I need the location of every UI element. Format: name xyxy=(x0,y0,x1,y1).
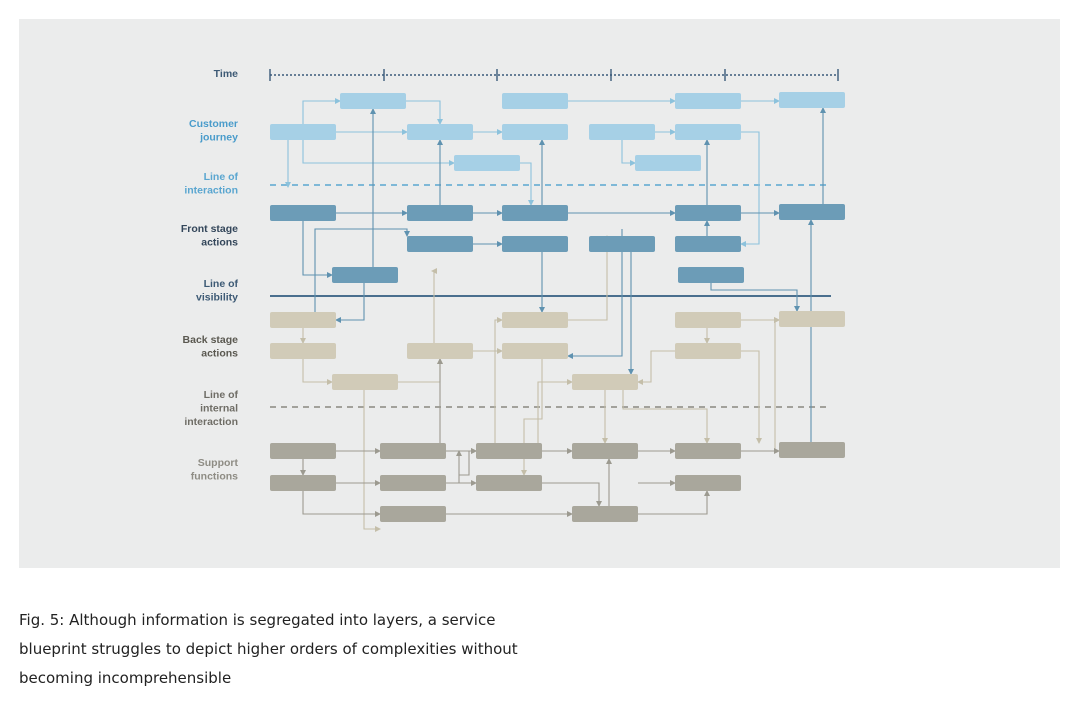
support-step-box xyxy=(572,443,638,459)
connector-arrow xyxy=(459,448,477,476)
front-stage-step-box xyxy=(678,267,744,283)
support-step-box xyxy=(380,506,446,522)
customer-step-box xyxy=(502,93,568,109)
back-stage-step-box xyxy=(572,374,638,390)
back-stage-step-box xyxy=(675,343,741,359)
back-stage-step-box xyxy=(270,343,336,359)
connector-arrow xyxy=(710,283,800,312)
connectors xyxy=(285,98,826,532)
front-stage-step-box xyxy=(332,267,398,283)
front-stage-step-box xyxy=(502,236,568,252)
connector-arrow xyxy=(363,390,381,532)
connector-arrow xyxy=(406,100,443,125)
support-step-box xyxy=(476,475,542,491)
customer-step-box xyxy=(635,155,701,171)
connector-arrow xyxy=(302,491,381,517)
support-step-box xyxy=(380,475,446,491)
customer-step-box xyxy=(270,124,336,140)
front-stage-step-box xyxy=(589,236,655,252)
front-stage-step-box xyxy=(779,204,845,220)
back-stage-step-box xyxy=(502,343,568,359)
back-stage-step-box xyxy=(270,312,336,328)
connector-arrow xyxy=(302,140,455,166)
support-step-box xyxy=(476,443,542,459)
support-step-box xyxy=(675,443,741,459)
step-boxes xyxy=(270,92,845,522)
connector-arrow xyxy=(314,228,410,312)
connector-arrow xyxy=(741,350,762,444)
lane-label-time: Time xyxy=(214,68,238,80)
customer-step-box xyxy=(589,124,655,140)
customer-step-box xyxy=(779,92,845,108)
connector-arrow xyxy=(335,283,365,323)
customer-step-box xyxy=(502,124,568,140)
connector-arrow xyxy=(621,140,636,166)
connector-arrow xyxy=(302,98,341,124)
connector-arrow xyxy=(542,482,602,507)
connector-arrow xyxy=(568,235,610,321)
customer-step-box xyxy=(340,93,406,109)
front-stage-step-box xyxy=(270,205,336,221)
connector-arrow xyxy=(398,358,443,383)
connector-arrow xyxy=(774,317,780,451)
back-stage-step-box xyxy=(332,374,398,390)
connector-arrow xyxy=(302,359,333,385)
back-stage-step-box xyxy=(779,311,845,327)
connector-arrow xyxy=(638,490,710,515)
connector-arrow xyxy=(446,450,462,484)
connector-arrow xyxy=(302,221,333,278)
back-stage-step-box xyxy=(407,343,473,359)
connector-arrow xyxy=(494,317,503,443)
time-axis xyxy=(269,69,839,81)
connector-arrow xyxy=(520,162,534,206)
support-step-box xyxy=(270,475,336,491)
front-stage-step-box xyxy=(407,236,473,252)
front-stage-step-box xyxy=(675,236,741,252)
connector-arrow xyxy=(537,379,573,443)
support-step-box xyxy=(270,443,336,459)
customer-step-box xyxy=(454,155,520,171)
back-stage-step-box xyxy=(502,312,568,328)
back-stage-step-box xyxy=(675,312,741,328)
support-step-box xyxy=(380,443,446,459)
connector-arrow xyxy=(637,350,675,385)
support-step-box xyxy=(779,442,845,458)
front-stage-step-box xyxy=(502,205,568,221)
customer-step-box xyxy=(407,124,473,140)
support-step-box xyxy=(572,506,638,522)
customer-step-box xyxy=(675,93,741,109)
connector-arrow xyxy=(622,390,710,444)
front-stage-step-box xyxy=(675,205,741,221)
customer-step-box xyxy=(675,124,741,140)
figure-caption: Fig. 5: Although information is segregat… xyxy=(19,611,518,687)
support-step-box xyxy=(675,475,741,491)
connector-arrow xyxy=(740,131,760,247)
connector-arrow xyxy=(431,268,437,343)
front-stage-step-box xyxy=(407,205,473,221)
connector-arrow xyxy=(567,229,623,359)
